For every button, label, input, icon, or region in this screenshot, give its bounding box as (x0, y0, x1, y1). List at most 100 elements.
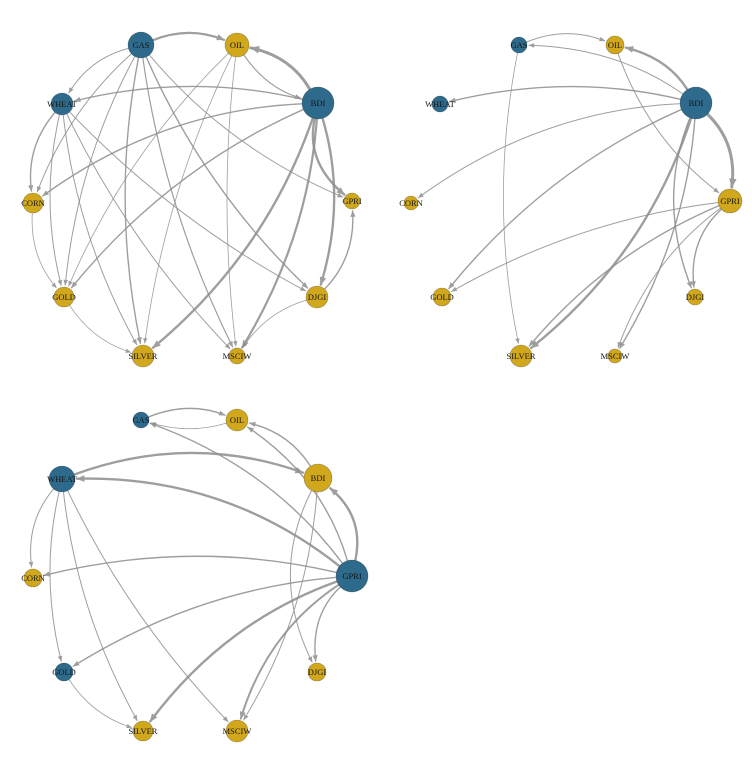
node-label-MSCIW: MSCIW (223, 726, 252, 736)
node-label-GAS: GAS (132, 40, 149, 50)
edge-GPRI-DJGI (690, 208, 722, 288)
edge-BDI-DJGI (319, 117, 336, 286)
node-BDI (303, 463, 333, 493)
node-label-OIL: OIL (230, 415, 244, 425)
edge-GPRI-GOLD (451, 202, 719, 292)
edge-GAS-OIL (526, 33, 606, 43)
node-label-SILVER: SILVER (129, 726, 158, 736)
edge-GPRI-DJGI (312, 586, 341, 662)
edge-BDI-CORN (417, 103, 680, 199)
node-GAS (510, 36, 528, 54)
node-label-DJGI: DJGI (686, 292, 705, 302)
edge-GPRI-MSCIW (239, 584, 340, 720)
edge-WHEAT-DJGI (69, 111, 307, 292)
edge-GAS-MSCIW (142, 57, 234, 348)
node-label-WHEAT: WHEAT (47, 474, 78, 484)
node-OIL (224, 32, 250, 58)
node-CORN (403, 195, 419, 211)
edge-BDI-GPRI (706, 113, 737, 189)
edge-GPRI-GAS (149, 422, 343, 564)
node-label-GOLD: GOLD (52, 292, 76, 302)
node-label-SILVER: SILVER (507, 351, 536, 361)
node-BDI (301, 86, 335, 120)
node-WHEAT (431, 95, 449, 113)
edge-GPRI-BDI (329, 487, 359, 562)
edge-WHEAT-BDI (73, 451, 305, 476)
node-GAS (132, 411, 150, 429)
edge-WHEAT-CORN (28, 112, 56, 192)
node-MSCIW (607, 348, 623, 364)
edge-BDI-WHEAT (449, 85, 681, 103)
node-label-GPRI: GPRI (342, 571, 362, 581)
node-label-SILVER: SILVER (129, 351, 158, 361)
edge-GAS-WHEAT (68, 48, 129, 94)
edge-GAS-OIL (152, 31, 226, 42)
node-WHEAT (50, 92, 74, 116)
node-label-CORN: CORN (21, 573, 45, 583)
edge-CORN-GOLD (31, 213, 57, 289)
edge-GPRI-SILVER (528, 205, 720, 347)
edge-WHEAT-SILVER (63, 491, 138, 722)
node-label-GAS: GAS (510, 40, 527, 50)
edge-BDI-WHEAT (73, 85, 303, 103)
edge-OIL-GOLD (68, 53, 229, 287)
node-GPRI (717, 188, 743, 214)
edge-OIL-GPRI (617, 53, 720, 194)
node-label-MSCIW: MSCIW (223, 351, 252, 361)
edge-WHEAT-MSCIW (66, 113, 231, 350)
node-label-MSCIW: MSCIW (601, 351, 630, 361)
edge-BDI-GAS (528, 43, 683, 95)
node-CORN (23, 568, 43, 588)
node-label-BDI: BDI (311, 98, 326, 108)
edge-BDI-CORN (42, 103, 303, 197)
node-DJGI (305, 285, 329, 309)
edge-GOLD-SILVER (68, 679, 133, 729)
edge-OIL-BDI (243, 54, 302, 99)
edge-GAS-SILVER (503, 52, 520, 344)
node-MSCIW (228, 347, 246, 365)
edge-BDI-MSCIW (241, 118, 318, 349)
edge-GPRI-OIL (247, 426, 348, 561)
node-GAS (127, 31, 155, 59)
edge-GPRI-CORN (43, 555, 337, 577)
edge-BDI-OIL (248, 421, 311, 467)
node-label-OIL: OIL (608, 40, 622, 50)
edge-GPRI-WHEAT (75, 475, 341, 567)
edge-BDI-MSCIW (619, 118, 696, 349)
node-label-OIL: OIL (230, 40, 244, 50)
edge-WHEAT-CORN (28, 488, 54, 568)
edge-BDI-OIL (624, 46, 689, 91)
edge-BDI-OIL (249, 45, 312, 91)
edge-BDI-SILVER (151, 117, 314, 349)
node-label-GAS: GAS (132, 415, 149, 425)
node-label-CORN: CORN (21, 198, 45, 208)
edge-BDI-SILVER (530, 117, 693, 350)
node-OIL (225, 408, 249, 432)
edge-WHEAT-GOLD (49, 491, 63, 662)
node-WHEAT (48, 465, 76, 493)
node-SILVER (131, 344, 155, 368)
node-GPRI (343, 192, 361, 210)
node-label-GPRI: GPRI (720, 196, 740, 206)
edge-DJGI-GPRI (324, 210, 356, 290)
node-label-WHEAT: WHEAT (425, 99, 456, 109)
edge-BDI-DJGI (289, 490, 313, 663)
node-BDI (679, 86, 713, 120)
edge-WHEAT-GOLD (49, 114, 63, 286)
edge-OIL-SILVER (143, 55, 232, 344)
node-label-DJGI: DJGI (308, 292, 327, 302)
node-SILVER (509, 344, 533, 368)
node-GOLD (432, 287, 452, 307)
edge-BDI-GOLD (448, 109, 682, 290)
edge-GAS-GOLD (63, 56, 136, 286)
edge-GPRI-GOLD (72, 576, 337, 667)
node-GOLD (54, 662, 74, 682)
node-label-CORN: CORN (399, 198, 423, 208)
node-OIL (605, 35, 625, 55)
edge-BDI-GPRI (311, 117, 346, 196)
edge-WHEAT-MSCIW (67, 490, 229, 723)
node-GOLD (53, 286, 75, 308)
